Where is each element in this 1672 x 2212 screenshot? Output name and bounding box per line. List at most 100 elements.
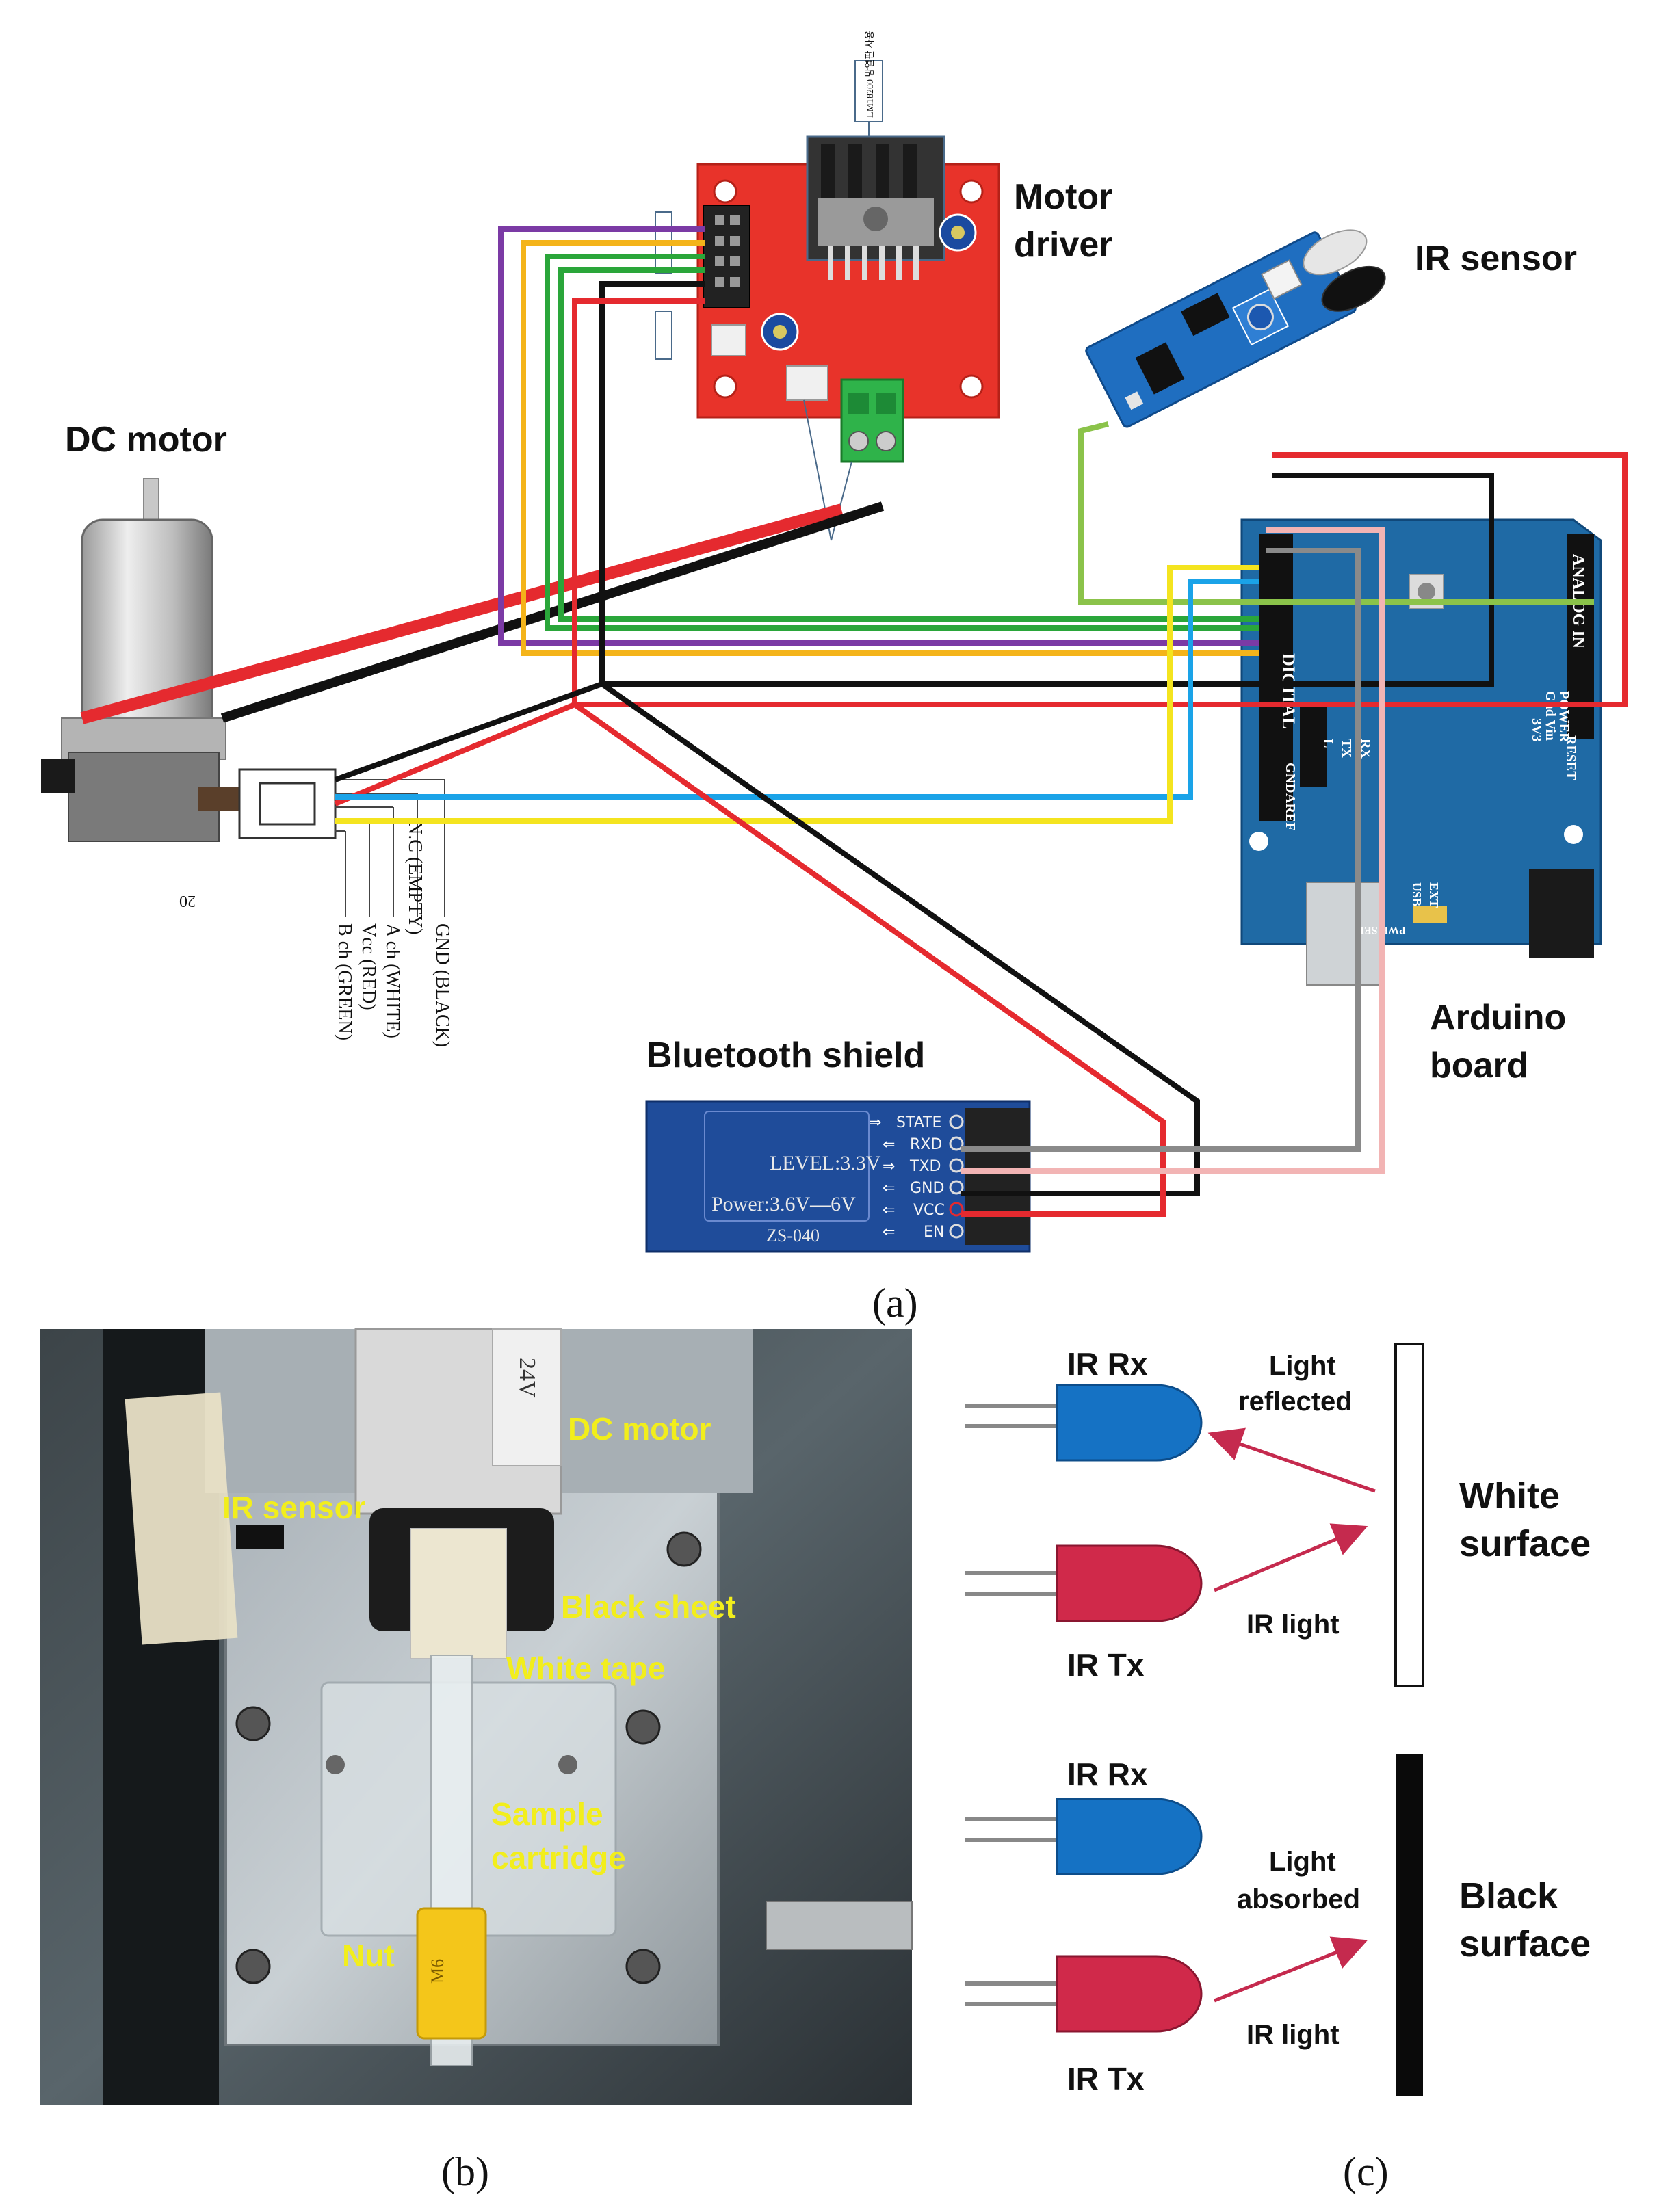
bt-power-text: Power:3.6V—6V	[711, 1193, 856, 1215]
c-bottom-rx: IR Rx	[1067, 1756, 1148, 1792]
caption-c: (c)	[1343, 2149, 1389, 2194]
green-wire-2	[558, 267, 1259, 622]
bt-pin-gnd: GND	[910, 1180, 944, 1197]
photo-label-black-sheet: Black sheet	[561, 1589, 736, 1624]
photo-label-cartridge: cartridge	[491, 1840, 626, 1875]
bt-arrow-icon: ⇐	[883, 1223, 895, 1240]
ir-rx-led-icon	[1056, 1798, 1203, 1875]
bt-pin-vcc: VCC	[913, 1202, 945, 1219]
white-surface	[1394, 1343, 1424, 1687]
label-dc-motor: DC motor	[65, 420, 227, 460]
bt-pin-circles	[949, 1114, 964, 1239]
masking-tape	[125, 1392, 238, 1645]
arduino-vin-label: Gnd Vin	[1543, 691, 1558, 741]
ir-emit-arrow-icon	[1214, 1523, 1368, 1592]
arduino-rx-label: RX	[1358, 739, 1373, 759]
caption-b: (b)	[441, 2149, 489, 2194]
reflect-arrow-icon	[1207, 1427, 1376, 1493]
bt-arrow-icon: ⇒	[883, 1157, 895, 1174]
arduino-3v3-label: 3V3	[1529, 718, 1544, 741]
label-bluetooth-shield: Bluetooth shield	[646, 1036, 925, 1075]
arduino-l-label: L	[1320, 739, 1335, 748]
red-vcc-wire	[572, 298, 1628, 707]
arduino-reset-label: RESET	[1563, 735, 1578, 780]
arduino-digital-label: DIGITAL	[1279, 653, 1298, 729]
panel-a: LM18200 방열판 사용 Motor driver	[41, 30, 1628, 1326]
encoder-pin-b: B ch (GREEN)	[334, 923, 355, 1040]
bt-pin-state: STATE	[896, 1114, 941, 1131]
bt-vcc-wire	[573, 702, 1166, 1217]
ir-emit-arrow-icon	[1214, 1936, 1368, 2003]
label-arduino-line2: board	[1430, 1046, 1528, 1085]
photo-ir-sensor	[236, 1525, 284, 1549]
c-bottom-tx: IR Tx	[1067, 2061, 1145, 2096]
photo-motor-print: 24V	[514, 1358, 540, 1398]
c-top-surface-2: surface	[1459, 1523, 1591, 1564]
panel-b: 24V M6 DC motor IR sensor Black sheet Wh…	[40, 1328, 913, 2194]
green-wire	[545, 254, 1259, 631]
bluetooth-module: STATE RXD TXD GND VCC EN ⇒ ⇐ ⇒ ⇐ ⇐ ⇐ LEV…	[645, 1100, 1031, 1253]
reflect-diagram: IR Rx IR Tx Light reflected IR light Whi…	[965, 1343, 1591, 1687]
photo-label-sample: Sample	[491, 1796, 603, 1832]
label-arduino-line1: Arduino	[1430, 998, 1566, 1038]
c-top-light-2: reflected	[1238, 1386, 1353, 1417]
wires	[80, 226, 1628, 1217]
panel-c: IR Rx IR Tx Light reflected IR light Whi…	[965, 1343, 1591, 2194]
c-top-surface-1: White	[1459, 1475, 1560, 1516]
nut-print: M6	[428, 1959, 447, 1984]
ir-signal-wire	[1078, 421, 1594, 605]
purple-wire	[498, 226, 1259, 646]
bt-model-text: ZS-040	[766, 1226, 820, 1246]
ir-sensor-module	[1085, 229, 1386, 428]
c-top-ir-light: IR light	[1246, 1609, 1340, 1640]
encoder-gnd-wire	[334, 681, 603, 782]
ir-tx-led-icon	[1056, 1544, 1203, 1622]
micrometer	[766, 1901, 913, 1950]
arduino-tx-label: TX	[1339, 739, 1354, 758]
c-top-tx: IR Tx	[1067, 1647, 1145, 1683]
photo-label-ir-sensor: IR sensor	[222, 1490, 366, 1525]
black-surface	[1396, 1754, 1423, 2096]
bt-level-text: LEVEL:3.3V	[770, 1152, 881, 1174]
bt-pin-txd: TXD	[909, 1158, 941, 1175]
encoder-pin-a: A ch (WHITE)	[382, 923, 403, 1038]
motor-power-red-wire	[80, 503, 844, 724]
photo-label-nut: Nut	[342, 1938, 395, 1973]
c-top-rx: IR Rx	[1067, 1346, 1148, 1382]
encoder-mark: 20	[179, 892, 196, 910]
c-top-light-1: Light	[1269, 1351, 1336, 1381]
motor-power-black-wire	[220, 501, 885, 723]
arduino-usb-label: USB	[1410, 882, 1424, 906]
c-bottom-ir-light: IR light	[1246, 2020, 1340, 2050]
white-tape	[410, 1528, 507, 1659]
screw-icons	[235, 1531, 702, 1984]
c-bottom-surface-2: surface	[1459, 1923, 1591, 1964]
driver-note: LM18200 방열판 사용	[865, 30, 876, 118]
encoder-pin-vcc: Vcc (RED)	[358, 923, 379, 1010]
absorb-diagram: IR Rx IR Tx Light absorbed IR light Blac…	[965, 1754, 1591, 2096]
bt-pin-rxd: RXD	[910, 1136, 942, 1153]
encoder-b-wire	[335, 565, 1259, 824]
arduino-aref-label: AREF	[1283, 793, 1298, 830]
bt-rxd-wire	[961, 548, 1361, 1152]
label-motor-driver-line2: driver	[1014, 225, 1113, 265]
arduino-ext-label: EXT	[1427, 882, 1441, 908]
dc-motor: 20	[41, 478, 239, 910]
bt-pin-en: EN	[924, 1224, 944, 1241]
motor-driver-board: LM18200 방열판 사용	[655, 30, 1000, 541]
label-ir-sensor: IR sensor	[1415, 239, 1577, 278]
bt-arrow-icon: ⇒	[869, 1114, 881, 1131]
c-bottom-light-1: Light	[1269, 1847, 1336, 1877]
arduino-board: ANALOG IN DIGITAL POWER Gnd Vin 3V3 RESE…	[1240, 518, 1602, 986]
caption-a: (a)	[872, 1280, 918, 1326]
photo-label-dc-motor: DC motor	[568, 1411, 711, 1447]
nut	[416, 1907, 487, 2040]
ir-rx-led-icon	[1056, 1384, 1203, 1462]
c-bottom-light-2: absorbed	[1237, 1884, 1360, 1914]
bt-txd-wire	[961, 527, 1385, 1174]
encoder-connector	[238, 768, 445, 917]
ir-tx-led-icon	[1056, 1955, 1203, 2033]
c-bottom-surface-1: Black	[1459, 1875, 1558, 1917]
bt-arrow-icon: ⇐	[883, 1135, 895, 1153]
